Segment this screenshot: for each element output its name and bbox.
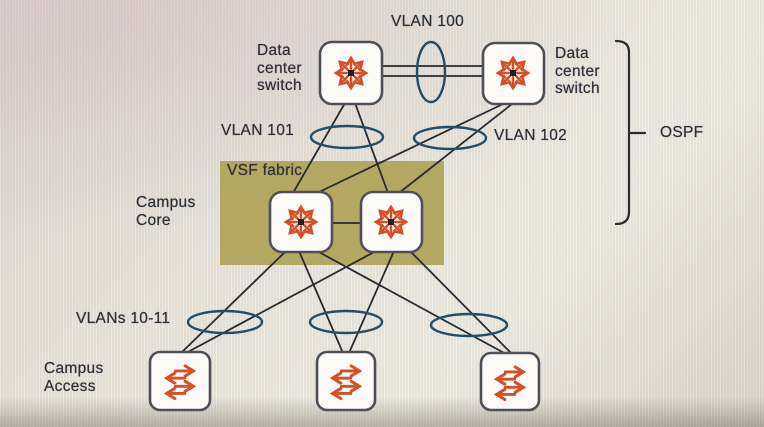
data-center-switch-right-label: Data center switch [555,45,600,97]
lag-ellipse-access-right [429,312,509,338]
core-switch-2-node [359,190,424,254]
data-center-switch-1-node [318,40,384,106]
router-switch-icon [500,60,527,87]
router-switch-icon [288,209,315,236]
router-switch-icon [338,60,365,87]
data-center-switch-2-node [481,41,546,106]
lag-ellipse-access-middle [308,309,384,335]
vlan-100-label: VLAN 100 [391,13,465,30]
vsf-fabric-label: VSF fabric [227,162,303,179]
lag-ellipse-access-left [186,309,264,335]
vlan-101-label: VLAN 101 [221,122,295,139]
ospf-bracket [614,39,647,226]
ospf-label: OSPF [660,124,704,141]
lag-ellipse-vlan101 [309,124,385,150]
lag-ellipse-vlan100 [415,40,447,104]
core-switch-1-node [268,190,334,254]
vlan-102-label: VLAN 102 [494,127,568,144]
access-switch-2-node [315,350,377,412]
router-switch-icon [378,209,405,236]
lag-ellipse-vlan102 [412,125,488,151]
access-switch-1-node [148,350,212,412]
access-switch-3-node [479,351,541,412]
nodes [148,40,546,412]
vlans-10-11-label: VLANs 10-11 [76,310,171,327]
data-center-switch-left-label: Data center switch [257,42,302,94]
campus-core-label: Campus Core [136,194,196,229]
campus-access-label: Campus Access [44,360,104,395]
